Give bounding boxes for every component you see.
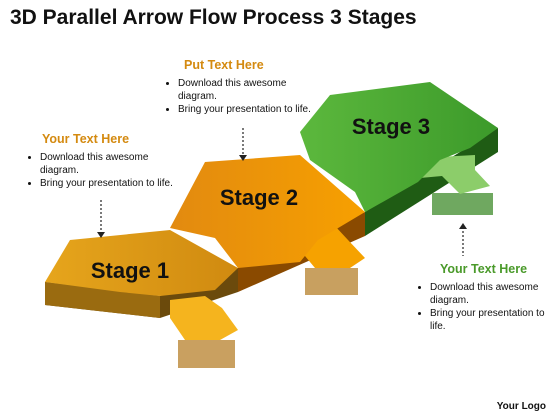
- page-title: 3D Parallel Arrow Flow Process 3 Stages: [10, 6, 417, 29]
- callout-bullet: Bring your presentation to life.: [178, 103, 312, 116]
- callout-bullet: Bring your presentation to life.: [40, 177, 174, 190]
- stage-1-label: Stage 1: [91, 258, 169, 283]
- pointer-arrowhead-middle: [239, 155, 247, 161]
- stage-3-arrow-front: [432, 193, 493, 215]
- callout-left: Your Text Here Download this awesome dia…: [24, 132, 174, 190]
- callout-pointers: [97, 128, 467, 256]
- stage-1-arrow-front: [178, 340, 235, 368]
- stage-2-top: [170, 155, 365, 268]
- pointer-arrowhead-right: [459, 223, 467, 229]
- logo-text: Your Logo: [496, 401, 546, 412]
- callout-bullet-list: Download this awesome diagram. Bring you…: [24, 151, 174, 190]
- callout-bullet: Bring your presentation to life.: [430, 307, 554, 333]
- stage-2-block: [170, 155, 365, 295]
- callout-heading: Your Text Here: [440, 262, 528, 276]
- stage-3-block: [300, 82, 498, 236]
- stage-3-label: Stage 3: [352, 114, 430, 139]
- stage-3-side: [365, 128, 498, 236]
- callout-bullet: Download this awesome diagram.: [178, 77, 312, 103]
- callout-right: Your Text Here Download this awesome dia…: [414, 262, 554, 333]
- stage-3-arrow-tail: [420, 155, 490, 194]
- pointer-arrowhead-left: [97, 232, 105, 238]
- callout-bullet: Download this awesome diagram.: [430, 281, 554, 307]
- callout-heading: Your Text Here: [42, 132, 130, 146]
- stage-1-arrow-tail: [170, 296, 238, 340]
- stage-2-label: Stage 2: [220, 185, 298, 210]
- stage-1-front: [45, 282, 160, 318]
- callout-bullet: Download this awesome diagram.: [40, 151, 174, 177]
- callout-middle: Put Text Here Download this awesome diag…: [162, 58, 312, 116]
- stage-3-top: [300, 82, 498, 212]
- stage-1-block: [45, 230, 238, 368]
- callout-bullet-list: Download this awesome diagram. Bring you…: [414, 281, 554, 333]
- stage-2-arrow-front: [305, 268, 358, 295]
- callout-heading: Put Text Here: [184, 58, 264, 72]
- stage-1-top: [45, 230, 238, 296]
- callout-bullet-list: Download this awesome diagram. Bring you…: [162, 77, 312, 116]
